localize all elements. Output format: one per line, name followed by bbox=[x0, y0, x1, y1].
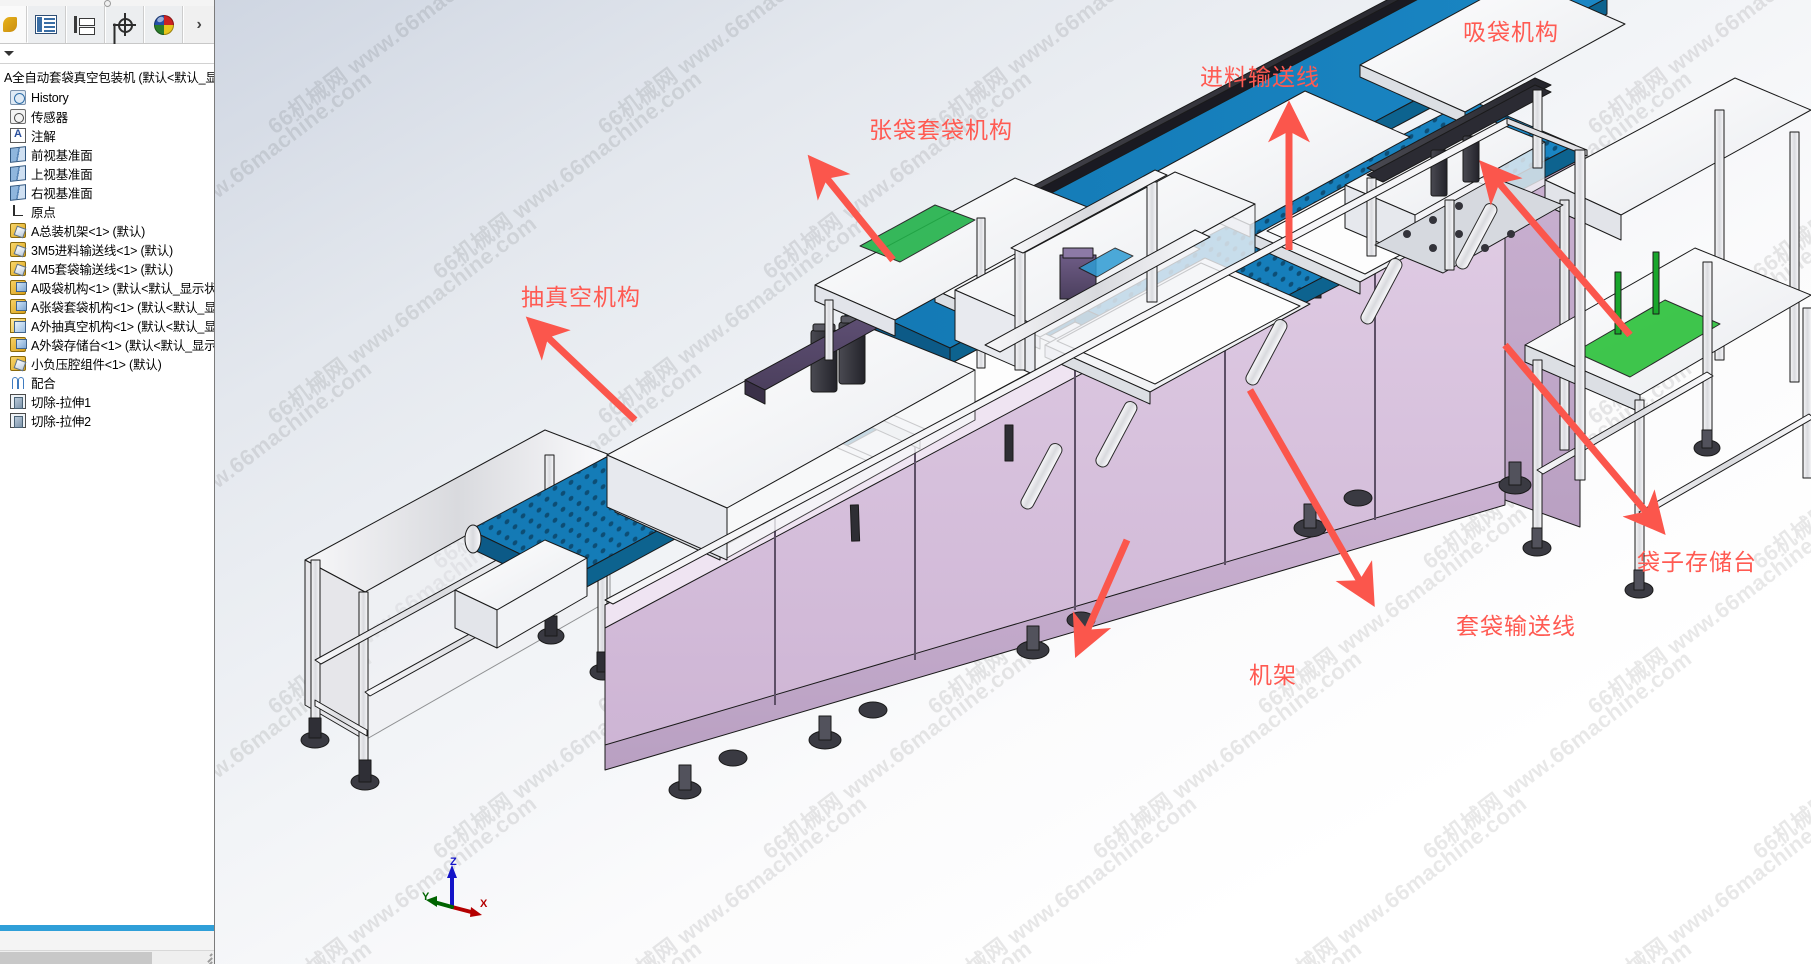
appearance-sphere-icon bbox=[153, 14, 174, 35]
mates-icon bbox=[10, 375, 26, 390]
tree-item[interactable]: 右视基准面 bbox=[0, 183, 214, 202]
command-manager-tabs[interactable]: › bbox=[0, 6, 214, 44]
annotations-icon bbox=[10, 128, 26, 143]
tree-item[interactable]: A张袋套袋机构<1> (默认<默认_显 bbox=[0, 297, 214, 316]
tree-item-label: History bbox=[31, 90, 69, 105]
tree-item-label: 原点 bbox=[31, 206, 56, 220]
assembly-alt-icon bbox=[10, 318, 26, 333]
document-title: A全自动套袋真空包装机 (默认<默认_显 bbox=[4, 71, 214, 85]
triad-x-label: X bbox=[480, 898, 488, 910]
tree-item[interactable]: A外抽真空机构<1> (默认<默认_显 bbox=[0, 316, 214, 335]
plane-icon bbox=[10, 184, 26, 201]
tab-overflow-button[interactable]: › bbox=[183, 6, 214, 43]
tree-item-label: 前视基准面 bbox=[31, 149, 93, 163]
tree-filter-bar[interactable] bbox=[0, 44, 214, 64]
panel-pin-dot[interactable] bbox=[104, 0, 111, 7]
part-icon bbox=[10, 242, 26, 257]
tree-item-label: A外抽真空机构<1> (默认<默认_显 bbox=[31, 320, 214, 334]
tree-item[interactable]: 切除-拉伸1 bbox=[0, 392, 214, 411]
plane-icon bbox=[10, 146, 26, 163]
chevron-down-icon bbox=[4, 51, 14, 56]
tab-solidworks-logo[interactable] bbox=[0, 6, 27, 43]
tree-item-label: 注解 bbox=[31, 130, 56, 144]
annotation-label-bag-storage-table: 袋子存储台 bbox=[1637, 549, 1757, 575]
tree-item[interactable]: 原点 bbox=[0, 202, 214, 221]
feature-tree[interactable]: A全自动套袋真空包装机 (默认<默认_显 History 传感器注解前视基准面上视… bbox=[0, 64, 214, 930]
tab-display-manager[interactable] bbox=[144, 6, 184, 43]
origin-icon bbox=[10, 204, 26, 219]
tree-item-label: 右视基准面 bbox=[31, 187, 93, 201]
cut-extrude-icon bbox=[10, 413, 26, 428]
tree-item-label: 3M5进料输送线<1> (默认) bbox=[31, 244, 173, 258]
tree-item[interactable]: 前视基准面 bbox=[0, 145, 214, 164]
part-icon bbox=[10, 223, 26, 238]
annotation-label-machine-frame: 机架 bbox=[1249, 662, 1297, 688]
tree-item-label: 切除-拉伸1 bbox=[31, 396, 91, 410]
tree-item-label: A总装机架<1> (默认) bbox=[31, 225, 146, 239]
tree-item-label: 切除-拉伸2 bbox=[31, 415, 91, 429]
part-icon bbox=[10, 261, 26, 276]
property-manager-icon bbox=[74, 15, 96, 34]
assembly-icon bbox=[10, 299, 27, 314]
tree-item[interactable]: A吸袋机构<1> (默认<默认_显示状 bbox=[0, 278, 214, 297]
tree-item-label: 上视基准面 bbox=[31, 168, 93, 182]
tree-item[interactable]: A总装机架<1> (默认) bbox=[0, 221, 214, 240]
solidworks-logo-icon bbox=[3, 15, 22, 34]
cad-model-3d[interactable] bbox=[215, 0, 1811, 964]
panel-horizontal-scrollbar[interactable] bbox=[0, 950, 214, 964]
tree-item-label: A吸袋机构<1> (默认<默认_显示状 bbox=[31, 282, 214, 296]
tree-item-label: A外袋存储台<1> (默认<默认_显示 bbox=[31, 339, 214, 353]
annotation-label-bagging-conveyor-line: 套袋输送线 bbox=[1456, 613, 1576, 639]
annotation-label-feed-conveyor-line: 进料输送线 bbox=[1200, 64, 1320, 90]
annotation-label-bag-opening-sleeving-mechanism: 张袋套袋机构 bbox=[869, 117, 1013, 143]
tree-item[interactable]: 上视基准面 bbox=[0, 164, 214, 183]
scrollbar-thumb[interactable] bbox=[0, 952, 152, 964]
tab-property-manager[interactable] bbox=[65, 6, 106, 43]
part-icon bbox=[10, 356, 26, 371]
tree-item[interactable]: 3M5进料输送线<1> (默认) bbox=[0, 240, 214, 259]
tree-item[interactable]: 4M5套袋输送线<1> (默认) bbox=[0, 259, 214, 278]
axis-triad: Z X Y bbox=[422, 856, 488, 917]
assembly-icon bbox=[10, 280, 27, 295]
cut-extrude-icon bbox=[10, 394, 26, 409]
annotation-label-suction-bag-mechanism: 吸袋机构 bbox=[1463, 19, 1559, 45]
tree-selection-highlight bbox=[0, 925, 214, 931]
feature-manager-panel: › A全自动套袋真空包装机 (默认<默认_显 History 传感器注解前视基准面… bbox=[0, 0, 215, 964]
plane-icon bbox=[10, 165, 26, 182]
sensor-icon bbox=[10, 109, 26, 124]
tree-item[interactable]: 传感器 bbox=[0, 107, 214, 126]
tree-item-label: 4M5套袋输送线<1> (默认) bbox=[31, 263, 173, 277]
tab-feature-manager-tree[interactable] bbox=[26, 6, 66, 43]
tree-item[interactable]: 小负压腔组件<1> (默认) bbox=[0, 354, 214, 373]
tree-item[interactable]: A外袋存储台<1> (默认<默认_显示 bbox=[0, 335, 214, 354]
tree-item[interactable]: 配合 bbox=[0, 373, 214, 392]
configuration-icon bbox=[113, 13, 137, 36]
triad-y-label: Y bbox=[422, 891, 430, 903]
triad-z-label: Z bbox=[450, 856, 457, 868]
tree-list-icon bbox=[35, 15, 58, 34]
tree-item-label: A张袋套袋机构<1> (默认<默认_显 bbox=[31, 301, 214, 315]
annotation-label-vacuum-mechanism: 抽真空机构 bbox=[521, 284, 641, 310]
resize-grip[interactable] bbox=[200, 951, 213, 964]
tree-item[interactable]: History bbox=[0, 88, 214, 107]
tab-configuration-manager[interactable] bbox=[105, 6, 145, 43]
tree-item-label: 传感器 bbox=[31, 111, 68, 125]
tree-item[interactable]: 注解 bbox=[0, 126, 214, 145]
assembly-icon bbox=[10, 337, 27, 352]
tree-item-label: 配合 bbox=[31, 377, 56, 391]
tree-item[interactable]: 切除-拉伸2 bbox=[0, 411, 214, 430]
tree-item-label: 小负压腔组件<1> (默认) bbox=[31, 358, 162, 372]
history-icon bbox=[10, 90, 26, 105]
